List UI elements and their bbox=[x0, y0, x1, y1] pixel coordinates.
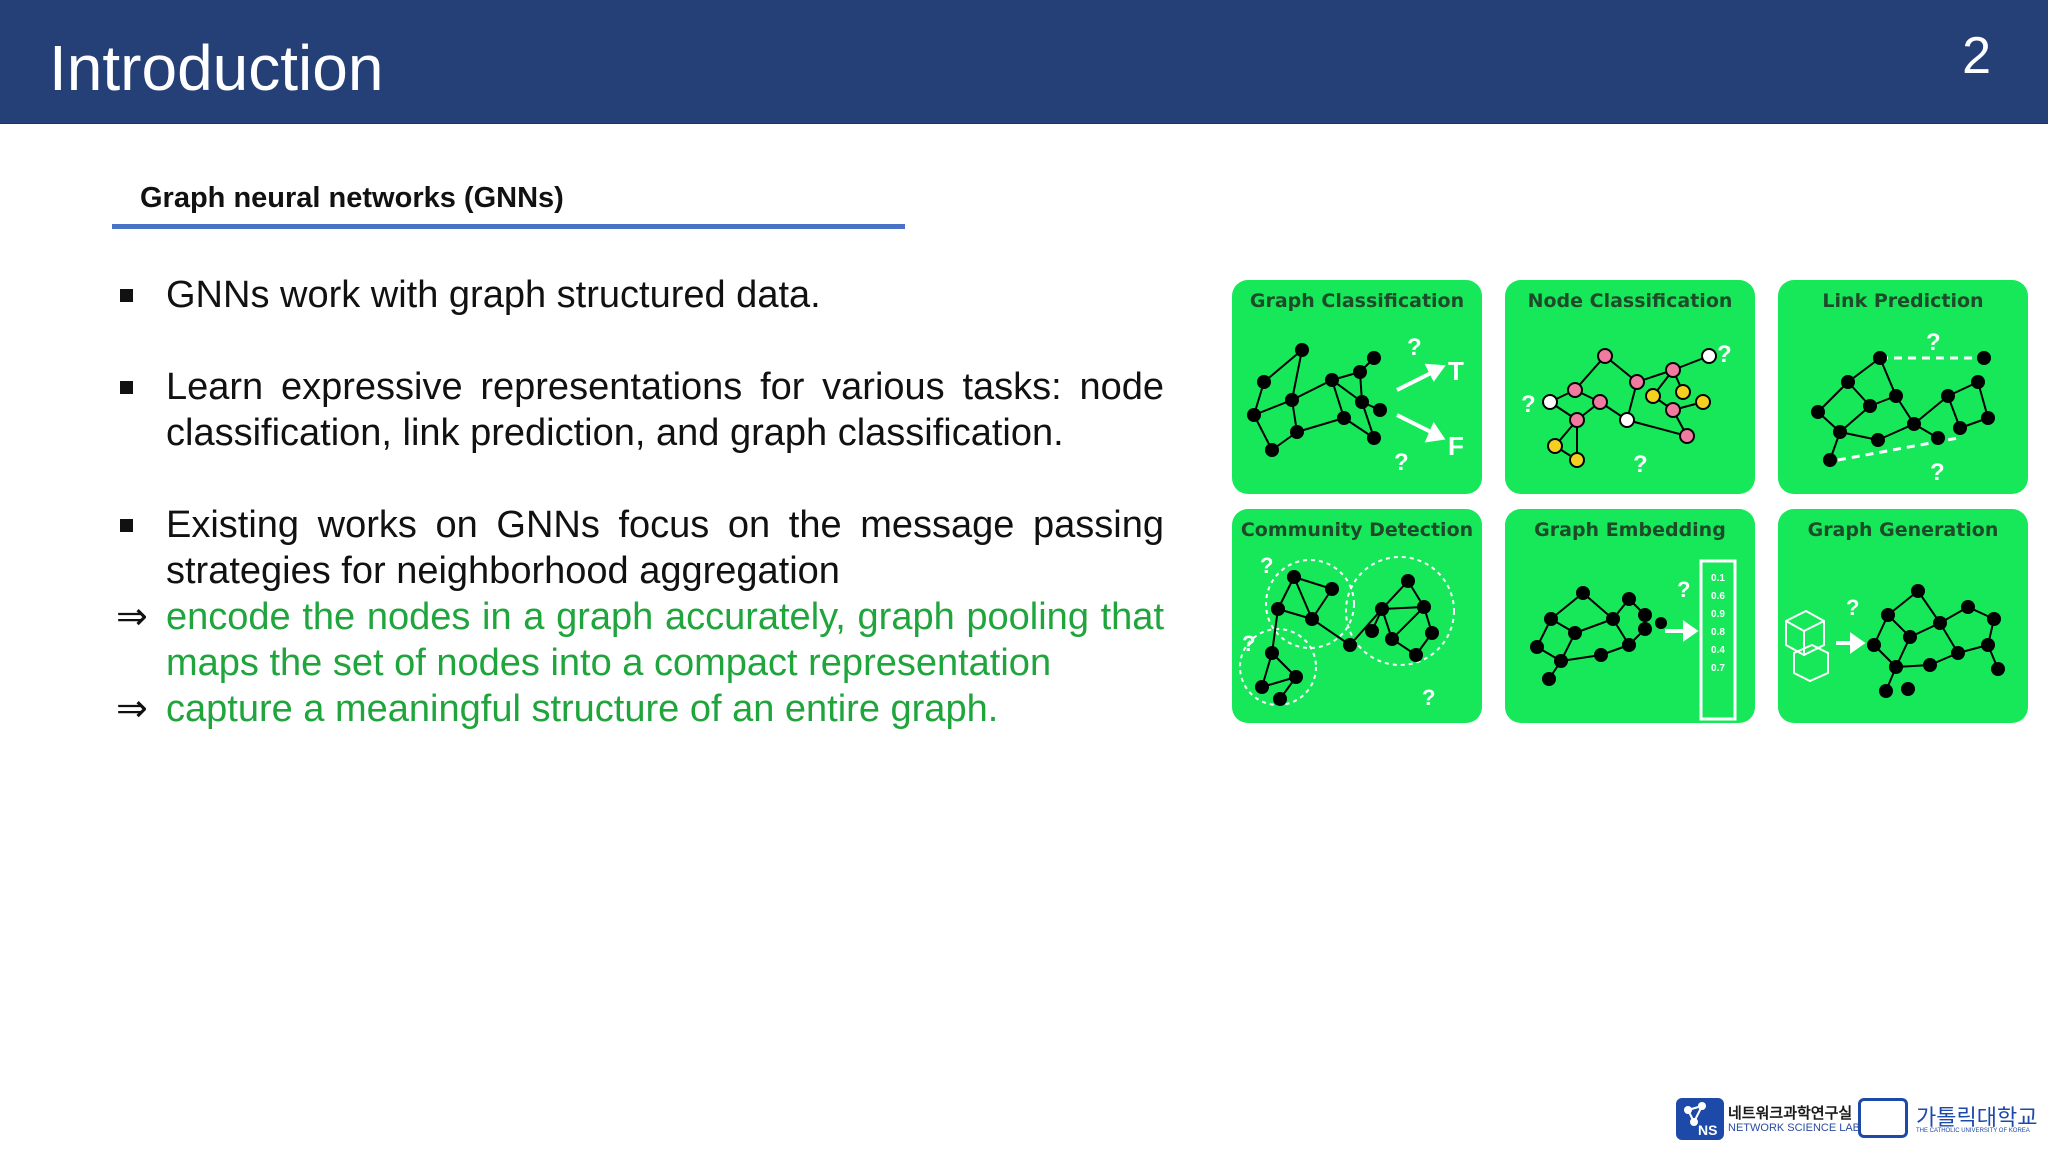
link-prediction-icon: ? ? bbox=[1811, 329, 1995, 486]
implies-arrow: ⇒ bbox=[116, 596, 148, 638]
tile-graph-generation: Graph Generation ? bbox=[1778, 509, 2028, 723]
question-mark: ? bbox=[1407, 334, 1422, 361]
slide-title: Introduction bbox=[49, 32, 384, 104]
question-mark: ? bbox=[1242, 631, 1255, 656]
page-number: 2 bbox=[1962, 27, 1991, 85]
tile-link-prediction: Link Prediction bbox=[1778, 280, 2028, 494]
node-classification-icon: ? ? ? bbox=[1521, 341, 1732, 478]
tile-label: Graph Generation bbox=[1807, 519, 1999, 541]
question-mark: ? bbox=[1422, 685, 1435, 710]
university-name-english: THE CATHOLIC UNIVERSITY OF KOREA bbox=[1916, 1128, 2030, 1134]
bullet-marker bbox=[120, 289, 133, 302]
implication-item: encode the nodes in a graph accurately, … bbox=[166, 596, 1164, 684]
question-mark: ? bbox=[1260, 553, 1273, 578]
dice-icon bbox=[1785, 609, 1829, 683]
embedding-vector: 0.1 0.6 0.9 0.8 0.4 0.7 bbox=[1711, 573, 1725, 674]
network-science-lab-logo-icon: NS bbox=[1676, 1098, 1724, 1140]
question-mark: ? bbox=[1394, 449, 1409, 476]
true-label: T bbox=[1448, 356, 1464, 386]
question-mark: ? bbox=[1521, 391, 1536, 418]
tile-node-classification: Node Classification bbox=[1505, 280, 1755, 494]
tile-label: Graph Embedding bbox=[1534, 519, 1726, 541]
question-mark: ? bbox=[1717, 341, 1732, 368]
university-name-korean: 가톨릭대학교 bbox=[1916, 1106, 2038, 1131]
bullet-item: Learn expressive representations for var… bbox=[166, 366, 1164, 454]
false-label: F bbox=[1448, 431, 1464, 461]
community-detection-icon: ? ? ? bbox=[1239, 553, 1455, 710]
question-mark: ? bbox=[1677, 577, 1690, 602]
footer-logos: NS 네트워크과학연구실 NETWORK SCIENCE LAB 가톨릭대학교 … bbox=[1676, 1094, 2038, 1144]
question-mark: ? bbox=[1926, 329, 1941, 356]
svg-text:0.1: 0.1 bbox=[1711, 573, 1725, 584]
lab-name-korean: 네트워크과학연구실 bbox=[1728, 1104, 1853, 1122]
title-bar: Introduction 2 bbox=[0, 0, 2048, 124]
question-mark: ? bbox=[1930, 459, 1945, 486]
bullet-marker bbox=[120, 519, 133, 532]
section-heading: Graph neural networks (GNNs) bbox=[140, 182, 564, 214]
lab-name-english: NETWORK SCIENCE LAB bbox=[1728, 1122, 1861, 1134]
svg-text:0.6: 0.6 bbox=[1711, 591, 1725, 602]
university-logo-icon bbox=[1858, 1098, 1908, 1138]
tile-graph-classification: Graph Classification bbox=[1232, 280, 1482, 494]
bullet-item: GNNs work with graph structured data. bbox=[166, 274, 821, 316]
tile-label: Graph Classification bbox=[1249, 290, 1465, 312]
graph-embedding-icon: ? 0.1 0.6 0.9 0.8 0.4 0.7 bbox=[1530, 559, 1737, 721]
svg-text:0.8: 0.8 bbox=[1711, 627, 1725, 638]
section-underline bbox=[112, 224, 905, 229]
implication-item: capture a meaningful structure of an ent… bbox=[166, 688, 999, 730]
tile-graph-embedding: Graph Embedding ? bbox=[1505, 509, 1755, 723]
tile-label: Link Prediction bbox=[1822, 290, 1984, 312]
tile-community-detection: Community Detection bbox=[1232, 509, 1482, 723]
tile-label: Community Detection bbox=[1240, 519, 1474, 541]
bullet-item: Existing works on GNNs focus on the mess… bbox=[166, 504, 1164, 592]
implies-arrow: ⇒ bbox=[116, 688, 148, 730]
question-mark: ? bbox=[1633, 451, 1648, 478]
svg-text:0.7: 0.7 bbox=[1711, 663, 1725, 674]
lab-abbrev: NS bbox=[1698, 1122, 1718, 1138]
tile-label: Node Classification bbox=[1527, 290, 1733, 312]
svg-text:0.4: 0.4 bbox=[1711, 645, 1725, 656]
graph-classification-icon: T F ? ? bbox=[1247, 334, 1464, 476]
graph-generation-icon: ? bbox=[1785, 584, 2005, 698]
bullet-marker bbox=[120, 381, 133, 394]
question-mark: ? bbox=[1846, 595, 1859, 620]
svg-text:0.9: 0.9 bbox=[1711, 609, 1725, 620]
